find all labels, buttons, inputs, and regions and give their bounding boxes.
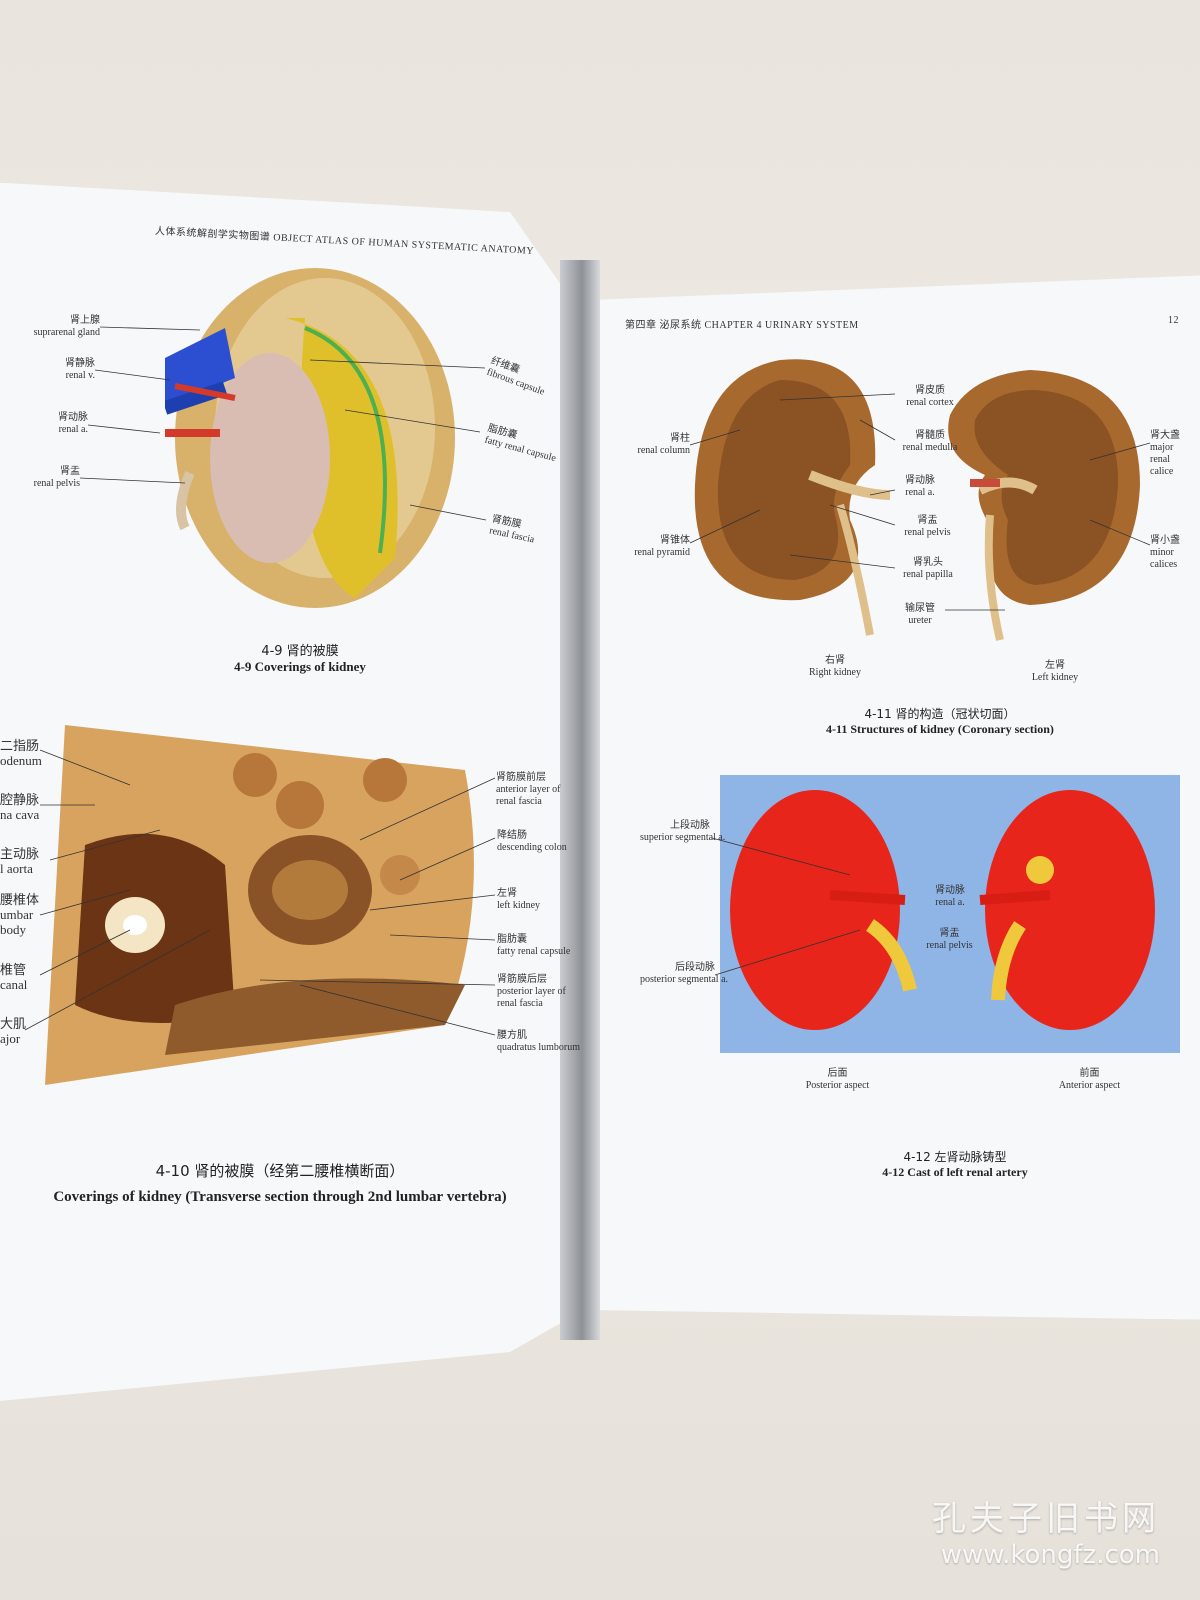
caption-fig-4-9-en: 4-9 Coverings of kidney (234, 659, 366, 674)
watermark-title: 孔夫子旧书网 (932, 1499, 1160, 1539)
kidney-coverings-illustration (165, 268, 455, 608)
caption-fig-4-9-zh: 4-9 肾的被膜 (261, 644, 339, 659)
right-running-header: 第四章 泌尿系统 CHAPTER 4 URINARY SYSTEM (625, 320, 859, 331)
caption-fig-4-11: 4-11 肾的构造（冠状切面） 4-11 Structures of kidne… (790, 705, 1090, 737)
caption-fig-4-12: 4-12 左肾动脉铸型 4-12 Cast of left renal arte… (840, 1148, 1070, 1180)
transverse-section-illustration (45, 725, 474, 1085)
page-number: 12 (1168, 315, 1179, 326)
caption-fig-4-9: 4-9 肾的被膜 4-9 Coverings of kidney (215, 640, 385, 675)
watermark-url: www.kongfz.com (940, 1540, 1160, 1570)
caption-fig-4-11-en: 4-11 Structures of kidney (Coronary sect… (826, 722, 1054, 736)
watermark: 孔夫子旧书网 www.kongfz.com (932, 1491, 1160, 1570)
caption-fig-4-11-zh: 4-11 肾的构造（冠状切面） (864, 707, 1016, 721)
caption-fig-4-12-zh: 4-12 左肾动脉铸型 (903, 1150, 1007, 1164)
renal-artery-cast-illustration (720, 775, 1180, 1053)
caption-fig-4-12-en: 4-12 Cast of left renal artery (882, 1165, 1028, 1179)
book-gutter (560, 260, 600, 1340)
caption-fig-4-10: 4-10 肾的被膜（经第二腰椎横断面） Coverings of kidney … (0, 1160, 560, 1206)
caption-fig-4-10-en: Coverings of kidney (Transverse section … (53, 1189, 507, 1205)
caption-fig-4-10-zh: 4-10 肾的被膜（经第二腰椎横断面） (155, 1162, 405, 1180)
